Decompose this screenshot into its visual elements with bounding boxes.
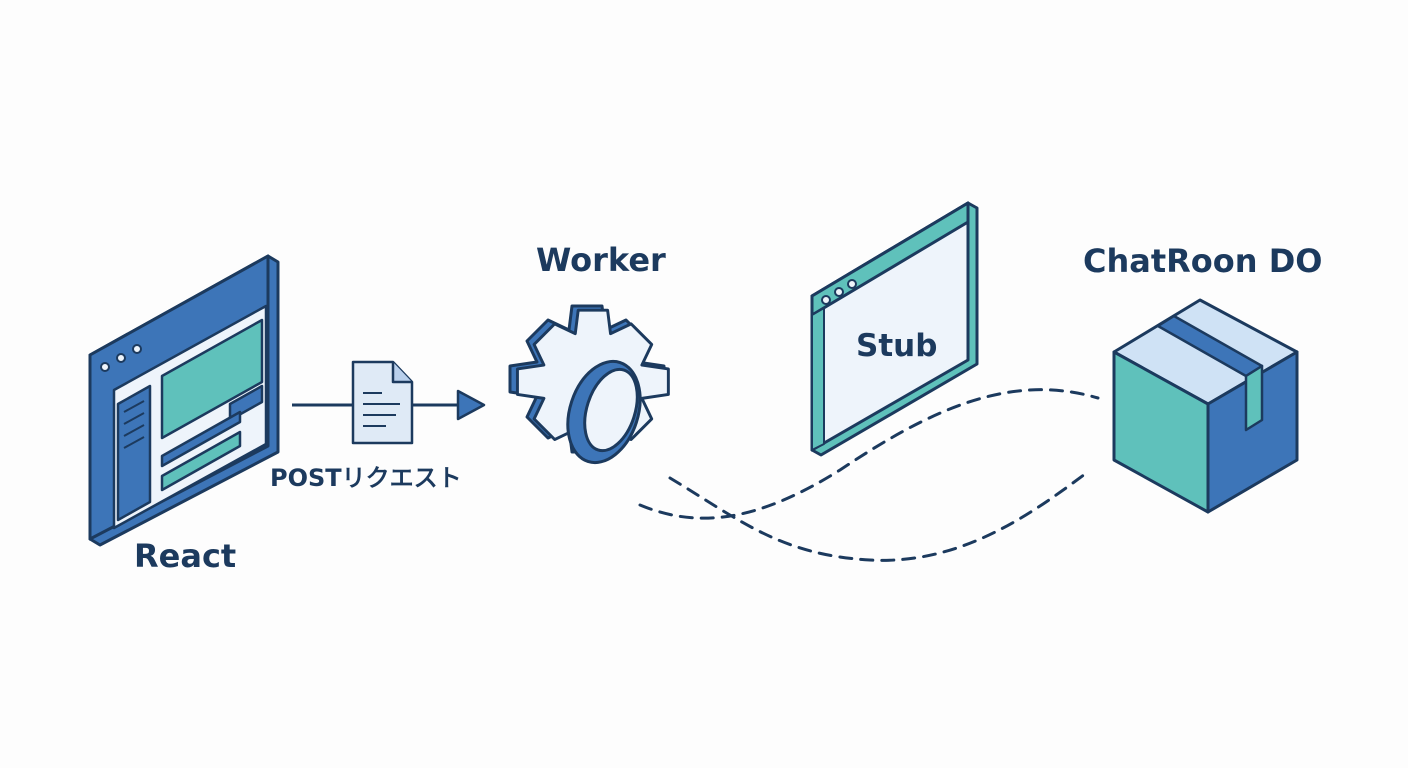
durable-object-label: ChatRoon DO [1083, 242, 1323, 280]
browser-window-icon [88, 254, 280, 547]
box-icon [1112, 298, 1299, 514]
stub-window-icon [810, 201, 979, 457]
gear-icon [508, 304, 670, 465]
worker-label: Worker [536, 241, 666, 279]
request-label: POSTリクエスト [270, 464, 462, 492]
stub-label: Stub [856, 328, 938, 364]
document-icon [351, 360, 414, 445]
dashed-connections [638, 388, 1100, 562]
react-label: React [134, 537, 237, 575]
